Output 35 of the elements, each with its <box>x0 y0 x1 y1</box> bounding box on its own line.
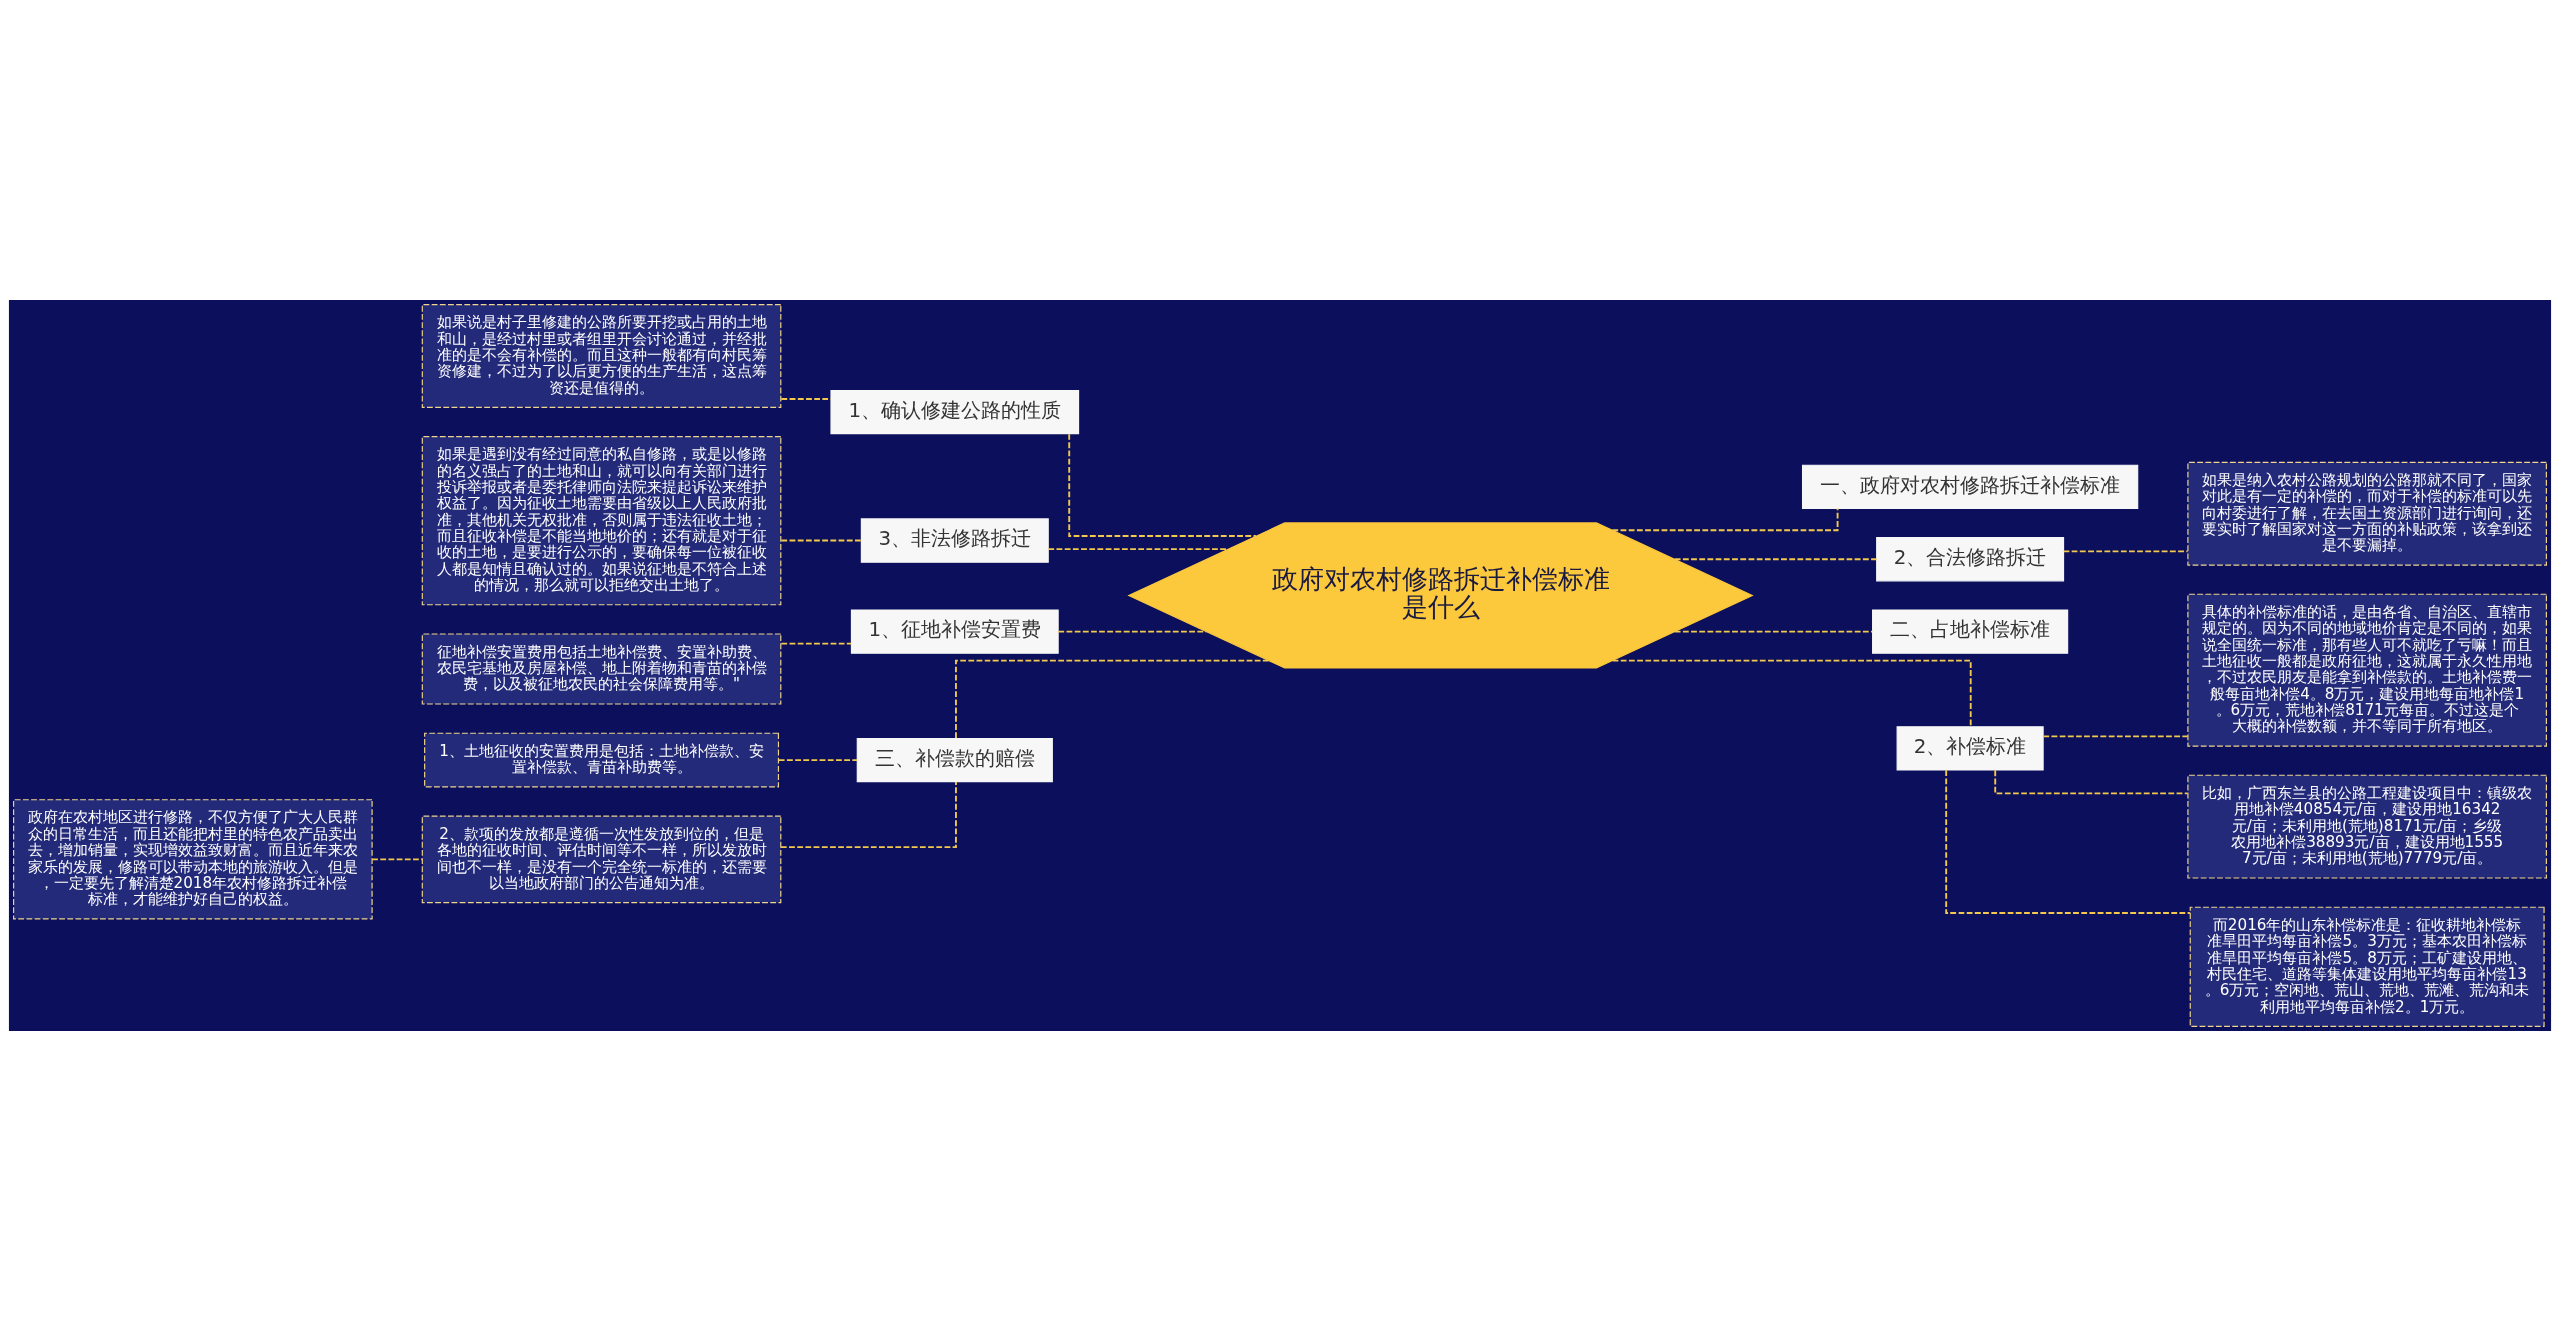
node-box: 政府在农村地区进行修路，不仅方便了广大人民群众的日常生活，而且还能把村里的特色农产品卖出去，增加销量，实现增效益致财富。而且近年来农家乐的发展，修路可以带动本地的旅游收入。但是，一定要先了解清楚2018年农村修路拆迁补偿标准，才能维护好自己的权益。 <box>13 799 373 920</box>
connector <box>779 781 957 848</box>
connector <box>780 539 863 542</box>
connector <box>1068 433 1257 537</box>
connector <box>780 642 853 645</box>
connector <box>955 659 1270 739</box>
node-box: 如果是纳入农村公路规划的公路那就不同了，国家对此是有一定的补偿的，而对于补偿的标准可以先向村委进行了解，在去国土资源部门进行询问，还要实时了解国家对这一方面的补贴政策，该拿到还是不要漏掉。 <box>2187 461 2547 566</box>
connector <box>780 398 832 400</box>
connector <box>1611 507 1839 532</box>
connector <box>1673 558 1878 561</box>
connector <box>2042 735 2189 738</box>
node-box: 比如，广西东兰县的公路工程建设项目中：镇级农用地补偿40854元/亩，建设用地16342元/亩；未利用地(荒地)8171元/亩；乡级农用地补偿38893元/亩，建设用地15557元/亩；未利用地(荒地)7779元/亩。 <box>2187 774 2547 879</box>
node-box: 而2016年的山东补偿标准是：征收耕地补偿标准旱田平均每亩补偿5。3万元；基本农田补偿标准旱田平均每亩补偿5。8万元；工矿建设用地、村民住宅、道路等集体建设用地平均每亩补偿13。6万元；空闲地、荒山、荒地、荒滩、荒沟和未利用地平均每亩补偿2。1万元。 <box>2189 906 2545 1027</box>
node-box: 征地补偿安置费用包括土地补偿费、安置补助费、农民宅基地及房屋补偿、地上附着物和青苗的补偿费，以及被征地农民的社会保障费用等。" <box>421 633 782 705</box>
node-box: 三、补偿款的赔偿 <box>856 737 1053 783</box>
node-box: 如果说是村子里修建的公路所要开挖或占用的土地和山，是经过村里或者组里开会讨论通过，并经批准的是不会有补偿的。而且这种一般都有向村民筹资修建，不过为了以后更方便的生产生活，这点筹资还是值得的。 <box>421 304 782 408</box>
connector <box>1945 769 2192 914</box>
node-box: 如果是遇到没有经过同意的私自修路，或是以修路的名义强占了的土地和山，就可以向有关部门进行投诉举报或者是委托律师向法院来提起诉讼来维护权益了。因为征收土地需要由省级以上人民政府批准，其他机关无权批准，否则属于违法征收土地；而且征收补偿是不能当地地价的；还有就是对于征收的土地，是要进行公示的，要确保每一位被征收人都是知情且确认过的。如果说征地是不符合上述的情况，那么就可以拒绝交出土地了。 <box>421 436 782 606</box>
connector <box>777 759 859 762</box>
node-box: 3、非法修路拆迁 <box>860 518 1049 563</box>
connector <box>1047 548 1229 551</box>
node-box: 2、款项的发放都是遵循一次性发放到位的，但是各地的征收时间、评估时间等不一样，所以发放时间也不一样，是没有一个完全统一标准的，还需要以当地政府部门的公告通知为准。 <box>421 815 782 904</box>
connector <box>1611 659 1972 728</box>
node-box: 二、占地补偿标准 <box>1872 609 2069 654</box>
connector <box>1673 630 1874 633</box>
connector <box>371 858 424 861</box>
node-box: 2、补偿标准 <box>1896 726 2044 771</box>
node-box: 1、土地征收的安置费用是包括：土地补偿款、安置补偿款、青苗补助费等。 <box>424 732 780 788</box>
connector <box>1994 769 2189 795</box>
node-box: 1、征地补偿安置费 <box>850 609 1059 654</box>
node-box: 2、合法修路拆迁 <box>1876 537 2065 582</box>
node-box: 1、确认修建公路的性质 <box>830 389 1080 435</box>
node-box: 具体的补偿标准的话，是由各省、自治区、直辖市规定的。因为不同的地域地价肯定是不同的，如果说全国统一标准，那有些人可不就吃了亏嘛！而且土地征收一般都是政府征地，这就属于永久性用地，不过农民朋友是能拿到补偿款的。土地补偿费一般每亩地补偿4。8万元，建设用地每亩地补偿1。6万元，荒地补偿8171元每亩。不过这是个大概的补偿数额，并不等同于所有地区。 <box>2187 593 2547 747</box>
node-box: 一、政府对农村修路拆迁补偿标准 <box>1801 464 2139 510</box>
connector <box>2062 550 2189 553</box>
